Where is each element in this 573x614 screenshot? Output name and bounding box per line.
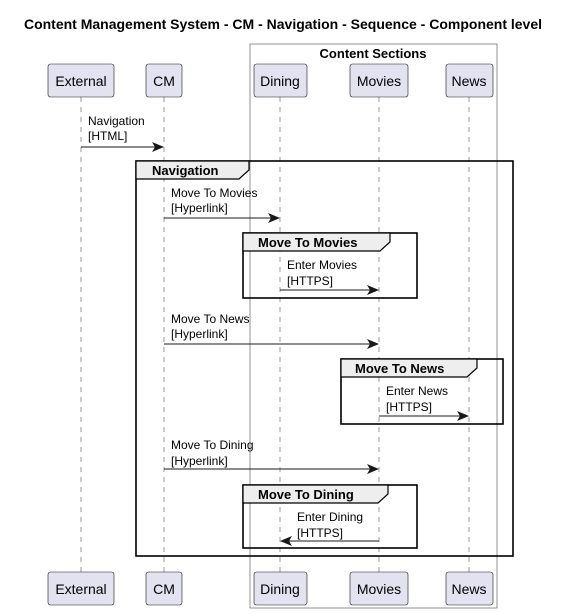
content-sections-group <box>249 43 498 609</box>
arrowhead-icon <box>457 411 469 421</box>
message-move-to-movies: Move To Movies [Hyperlink] <box>164 186 280 223</box>
fragment-move-to-news: Move To News <box>340 358 504 425</box>
message-label: Navigation <box>88 114 145 128</box>
message-enter-movies: Enter Movies [HTTPS] <box>280 258 379 295</box>
participant-news-top: News <box>445 63 494 98</box>
fragment-label: Move To Dining <box>258 487 354 502</box>
participant-cm-top: CM <box>145 63 183 98</box>
participant-dining-top: Dining <box>253 63 308 98</box>
arrowhead-icon <box>280 536 292 546</box>
participant-movies-top: Movies <box>349 63 409 98</box>
diagram-title: Content Management System - CM - Navigat… <box>24 16 542 32</box>
message-protocol: [HTTPS] <box>287 274 333 288</box>
participant-label: External <box>55 73 106 89</box>
arrowhead-icon <box>367 464 379 474</box>
participant-label: CM <box>153 581 175 597</box>
participant-label: Dining <box>260 73 300 89</box>
participant-movies-bottom: Movies <box>349 571 409 606</box>
message-protocol: [Hyperlink] <box>171 327 228 341</box>
participant-label: Movies <box>357 73 401 89</box>
message-enter-news: Enter News [HTTPS] <box>379 384 469 421</box>
participant-label: CM <box>153 73 175 89</box>
participant-label: External <box>55 581 106 597</box>
arrowhead-icon <box>367 285 379 295</box>
arrowhead-icon <box>367 339 379 349</box>
participant-dining-bottom: Dining <box>253 571 308 606</box>
participant-label: News <box>451 73 486 89</box>
message-label: Enter Dining <box>297 510 363 524</box>
message-protocol: [HTTPS] <box>386 400 432 414</box>
fragment-move-to-movies: Move To Movies <box>242 232 418 299</box>
message-protocol: [Hyperlink] <box>171 201 228 215</box>
arrowhead-icon <box>268 213 280 223</box>
message-label: Move To News <box>171 312 249 326</box>
message-navigation: Navigation [HTML] <box>81 114 164 152</box>
fragment-label: Move To Movies <box>258 235 357 250</box>
message-enter-dining: Enter Dining [HTTPS] <box>280 510 379 546</box>
fragment-label: Navigation <box>152 163 219 178</box>
message-move-to-news: Move To News [Hyperlink] <box>164 312 379 349</box>
message-label: Enter Movies <box>287 258 357 272</box>
message-move-to-dining: Move To Dining [Hyperlink] <box>164 438 379 474</box>
participant-external-top: External <box>47 63 115 98</box>
participant-label: Movies <box>357 581 401 597</box>
message-protocol: [HTTPS] <box>297 526 343 540</box>
participant-label: Dining <box>260 581 300 597</box>
message-label: Move To Dining <box>171 438 254 452</box>
message-label: Move To Movies <box>171 186 257 200</box>
message-protocol: [Hyperlink] <box>171 454 228 468</box>
message-label: Enter News <box>386 384 448 398</box>
fragment-label: Move To News <box>355 361 444 376</box>
content-sections-group-title: Content Sections <box>320 46 427 61</box>
participant-label: News <box>451 581 486 597</box>
participant-cm-bottom: CM <box>145 571 183 606</box>
participant-external-bottom: External <box>47 571 115 606</box>
fragment-move-to-dining: Move To Dining <box>242 484 418 549</box>
fragment-navigation: Navigation <box>135 160 514 557</box>
message-protocol: [HTML] <box>88 129 127 143</box>
participant-news-bottom: News <box>445 571 494 606</box>
arrowhead-icon <box>152 142 164 152</box>
